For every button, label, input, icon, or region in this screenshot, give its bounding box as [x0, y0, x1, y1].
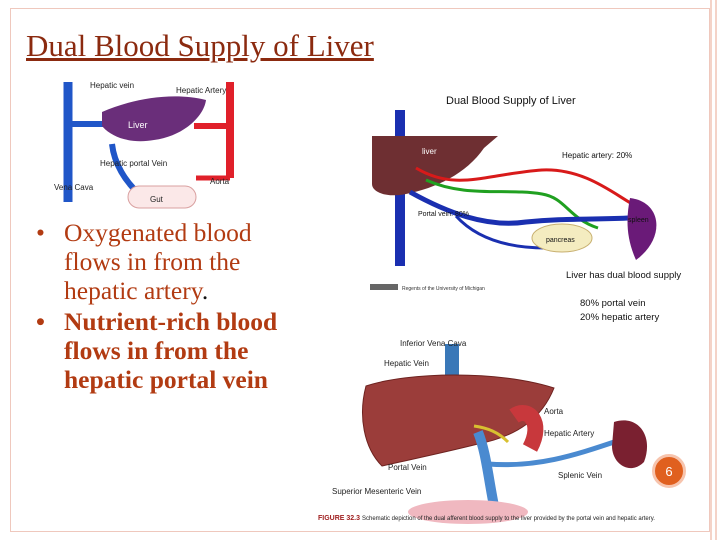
splenic-vein-vessel: [487, 439, 615, 468]
gut-shape: [127, 185, 197, 209]
aorta-vessel: [509, 405, 544, 452]
right-edge-decoration: [708, 0, 720, 540]
intestine-shape: [408, 500, 528, 524]
hepatic-artery-label: Hepatic Artery: [176, 86, 226, 95]
splenic-vein-label: Splenic Vein: [558, 471, 602, 480]
portal-vein-vessel: [473, 430, 499, 507]
portal-vein-label: Portal vein: 80%: [418, 211, 469, 218]
ivc-label: Inferior Vena Cava: [400, 339, 467, 348]
hepatic-vein-label: Hepatic vein: [90, 82, 134, 90]
page-number-badge: 6: [652, 454, 686, 488]
liver-label: liver: [422, 147, 437, 156]
artery-pct-label: 20% hepatic artery: [580, 312, 659, 323]
green-vessel: [425, 178, 599, 230]
slide-title: Dual Blood Supply of Liver: [26, 28, 374, 63]
figure-number: FIGURE 32.3: [318, 515, 360, 522]
aorta-label: Aorta: [544, 407, 564, 416]
liver-shape: [362, 374, 555, 467]
portal-vein-label: Portal Vein: [388, 463, 427, 472]
hepatic-vein-label: Hepatic Vein: [384, 359, 429, 368]
gut-label: Gut: [150, 195, 164, 204]
aorta-label: Aorta: [210, 177, 230, 186]
sup-mes-vein-label: Superior Mesenteric Vein: [332, 487, 421, 496]
portal-vein-vessel: [408, 189, 629, 226]
vena-cava-label: Vena Cava: [54, 183, 94, 192]
pancreas-label: pancreas: [546, 237, 575, 244]
spleen-shape: [627, 198, 657, 260]
hepatic-artery-vessel: [473, 424, 510, 444]
hepatic-artery-label: Hepatic artery: 20%: [562, 151, 632, 160]
portal-pct-label: 80% portal vein: [580, 298, 645, 309]
dual-supply-label: Liver has dual blood supply:: [566, 270, 682, 281]
credit-text: Regents of the University of Michigan: [402, 286, 485, 292]
liver-shape: [372, 136, 498, 196]
license-badge: [370, 284, 398, 290]
simple-liver-schematic: Hepatic vein Hepatic Artery Liver Hepati…: [54, 82, 234, 209]
diagram2-title: Dual Blood Supply of Liver: [446, 95, 576, 107]
dual-blood-supply-diagram: Dual Blood Supply of Liver liver Hepatic…: [370, 95, 682, 323]
figure-caption: Schematic depiction of the dual afferent…: [362, 516, 655, 522]
spleen-label: spleen: [628, 217, 649, 224]
slide-frame: [10, 8, 710, 532]
liver-label: Liver: [128, 120, 148, 130]
hepatic-artery-label: Hepatic Artery: [544, 429, 594, 438]
hepatic-artery-vessel: [415, 166, 637, 208]
pancreas-shape: [531, 223, 593, 253]
hepatic-portal-vein-label: Hepatic portal Vein: [100, 159, 167, 168]
textbook-liver-figure: Inferior Vena Cava Hepatic Vein Aorta He…: [318, 339, 655, 524]
liver-shape: [102, 96, 206, 142]
portal-vein-branch: [454, 214, 547, 250]
spleen-shape: [612, 420, 648, 469]
